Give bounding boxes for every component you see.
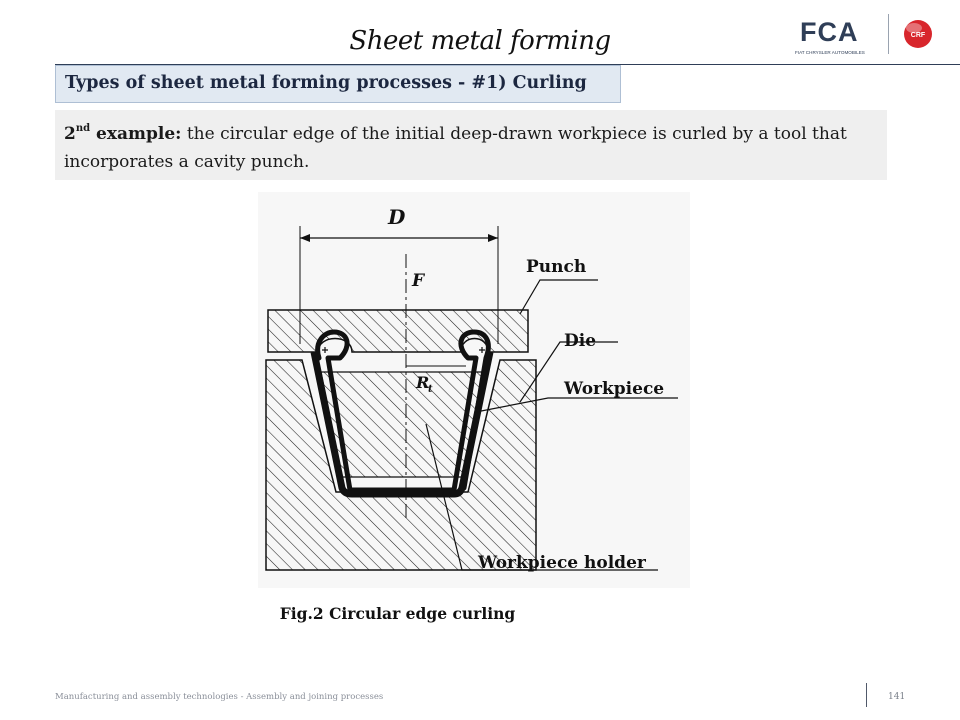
footer-separator	[866, 683, 867, 707]
page-number: 141	[888, 692, 906, 702]
curling-diagram: D F R t Punch Die Workpiece Workpiece ho…	[258, 192, 690, 588]
fca-logo: FCA FIAT CHRYSLER AUTOMOBILES	[795, 17, 865, 55]
crf-logo: CRF	[904, 20, 932, 48]
body-text: the circular edge of the initial deep-dr…	[64, 124, 847, 172]
ordinal-number: 2	[64, 124, 76, 144]
die-label: Die	[564, 331, 596, 351]
workpiece-shape	[315, 329, 491, 493]
curl-centre-marks	[322, 347, 485, 353]
example-label: 2nd example:	[64, 123, 182, 145]
workpiece-thick-left	[310, 351, 494, 498]
svg-text:FCA: FCA	[800, 17, 859, 47]
workpiece-leader	[475, 397, 678, 413]
footer-course: Manufacturing and assembly technologies …	[55, 692, 384, 702]
die-shape	[265, 359, 537, 571]
holder-leader	[425, 423, 658, 571]
die-leader	[519, 341, 618, 403]
diameter-label: D	[387, 205, 406, 229]
radius-subscript: t	[428, 384, 433, 395]
header-rule	[55, 64, 960, 65]
body-text-box: 2nd example: the circular edge of the in…	[55, 110, 887, 180]
logo-separator	[888, 14, 889, 54]
svg-text:CRF: CRF	[911, 32, 926, 39]
punch-label: Punch	[526, 257, 586, 277]
figure-caption: Fig.2 Circular edge curling	[279, 604, 516, 623]
ordinal-suffix: nd	[75, 123, 91, 134]
section-heading: Types of sheet metal forming processes -…	[55, 65, 621, 103]
slide-title: Sheet metal forming	[349, 26, 611, 56]
punch-leader	[519, 279, 598, 315]
example-lead: example:	[90, 124, 182, 144]
holder-label: Workpiece holder	[477, 553, 647, 573]
radius-label: R	[415, 373, 429, 392]
workpiece-label: Workpiece	[563, 379, 664, 399]
force-label: F	[411, 271, 426, 291]
svg-text:FIAT CHRYSLER AUTOMOBILES: FIAT CHRYSLER AUTOMOBILES	[795, 50, 865, 55]
